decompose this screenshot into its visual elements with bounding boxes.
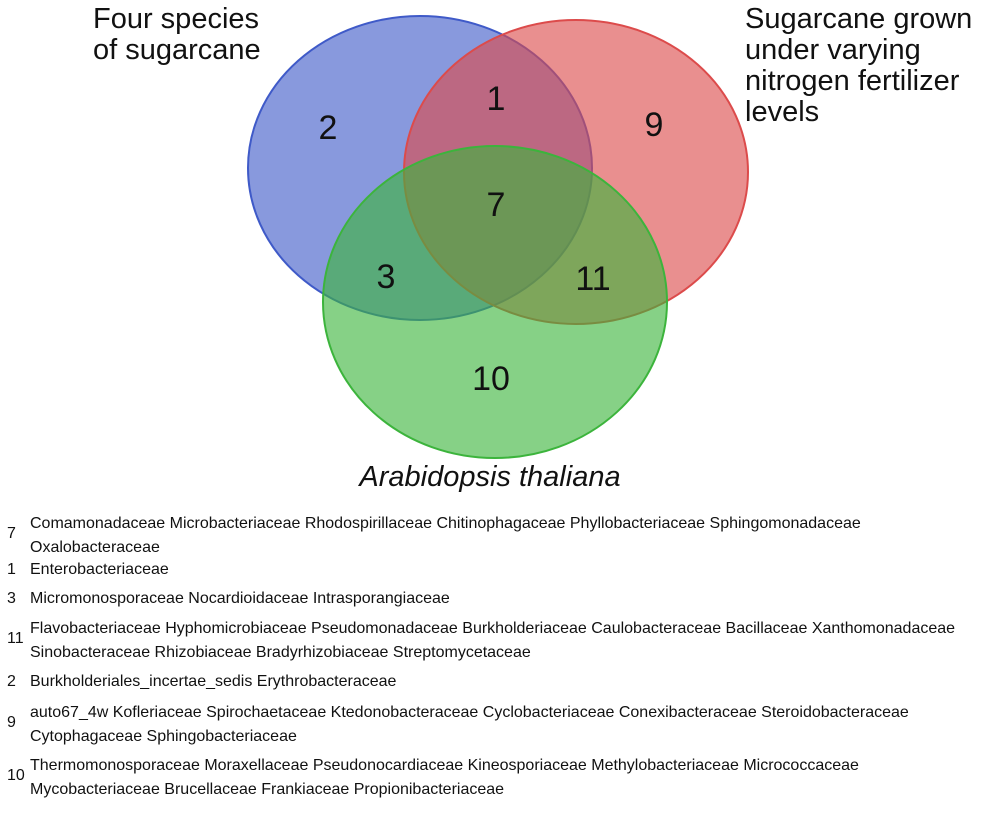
legend-families: Micromonosporaceae Nocardioidaceae Intra…	[30, 590, 450, 607]
legend-key: 1	[7, 561, 16, 578]
legend-key: 10	[7, 767, 25, 784]
legend-row: 3 Micromonosporaceae Nocardioidaceae Int…	[0, 589, 1000, 617]
venn-diagram: 2 1 9 7 3 11 10	[247, 15, 749, 459]
region-count-b-only: 9	[645, 106, 664, 144]
legend-families: Thermomonosporaceae Moraxellaceae Pseudo…	[30, 757, 859, 798]
region-count-bc: 11	[575, 260, 610, 298]
region-count-abc: 7	[487, 186, 506, 224]
legend-key: 2	[7, 673, 16, 690]
legend-row: 11 Flavobacteriaceae Hyphomicrobiaceae P…	[0, 617, 1000, 672]
legend-families: auto67_4w Kofleriaceae Spirochaetaceae K…	[30, 704, 909, 745]
legend-key: 11	[7, 630, 24, 647]
legend-key: 3	[7, 590, 16, 607]
legend-key: 9	[7, 714, 16, 731]
legend-row: 7 Comamonadaceae Microbacteriaceae Rhodo…	[0, 512, 1000, 560]
legend-row: 1 Enterobacteriaceae	[0, 560, 1000, 589]
set-label-arabidopsis: Arabidopsis thaliana	[359, 461, 621, 493]
region-count-ac: 3	[377, 258, 396, 296]
legend-families: Burkholderiales_incertae_sedis Erythroba…	[30, 673, 397, 690]
legend-row: 2 Burkholderiales_incertae_sedis Erythro…	[0, 672, 1000, 701]
legend-row: 9 auto67_4w Kofleriaceae Spirochaetaceae…	[0, 701, 1000, 754]
legend-families: Enterobacteriaceae	[30, 561, 169, 578]
region-count-c-only: 10	[472, 360, 510, 398]
family-legend: 7 Comamonadaceae Microbacteriaceae Rhodo…	[0, 512, 1000, 802]
region-count-ab: 1	[487, 80, 506, 118]
legend-families: Flavobacteriaceae Hyphomicrobiaceae Pseu…	[30, 620, 956, 661]
region-count-a-only: 2	[319, 109, 338, 147]
legend-key: 7	[7, 525, 16, 542]
legend-families: Comamonadaceae Microbacteriaceae Rhodosp…	[30, 515, 861, 556]
legend-row: 10 Thermomonosporaceae Moraxellaceae Pse…	[0, 754, 1000, 802]
set-circle-arabidopsis	[322, 145, 668, 459]
